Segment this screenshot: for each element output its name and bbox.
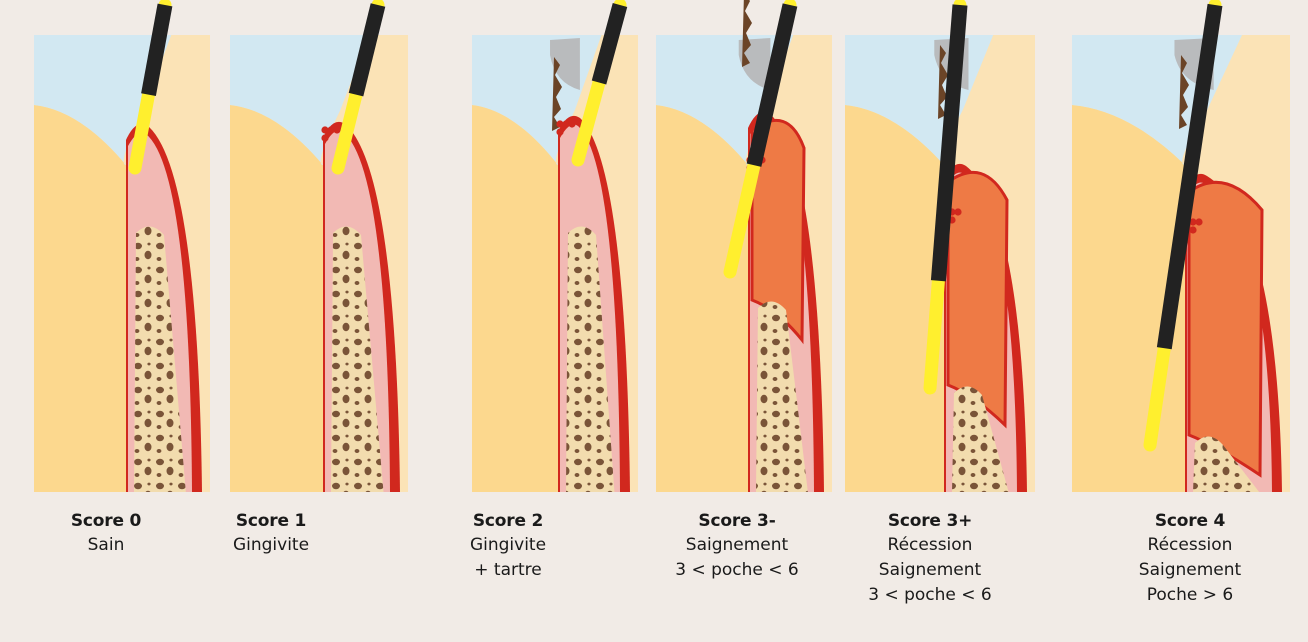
score-label: Score 3+ bbox=[868, 510, 992, 533]
caption-score-3-minus: Score 3- Saignement 3 < poche < 6 bbox=[675, 510, 799, 583]
tooth-panel-1 bbox=[230, 5, 408, 492]
blood-drop bbox=[1189, 226, 1196, 233]
score-label: Score 2 bbox=[470, 510, 546, 533]
blood-drop bbox=[556, 128, 563, 135]
score-label: Score 0 bbox=[71, 510, 141, 533]
tooth-root bbox=[34, 105, 126, 492]
caption-line: 3 < poche < 6 bbox=[868, 583, 992, 608]
tooth-panel-2 bbox=[472, 5, 638, 492]
caption-line: Gingivite bbox=[470, 533, 546, 558]
tooth-panel-3 bbox=[656, 0, 832, 492]
score-label: Score 4 bbox=[1139, 510, 1241, 533]
caption-line: 3 < poche < 6 bbox=[675, 558, 799, 583]
caption-score-0: Score 0 Sain bbox=[71, 510, 141, 558]
blood-drop bbox=[333, 126, 340, 133]
caption-score-3-plus: Score 3+ Récession Saignement 3 < poche … bbox=[868, 510, 992, 608]
caption-score-1: Score 1 Gingivite bbox=[233, 510, 309, 558]
tooth-root bbox=[845, 105, 944, 492]
tooth-root bbox=[472, 105, 558, 492]
blood-drop bbox=[321, 134, 328, 141]
caption-line: Sain bbox=[71, 533, 141, 558]
blood-drop bbox=[568, 120, 575, 127]
blood-drop bbox=[954, 208, 961, 215]
caption-line: Saignement bbox=[675, 533, 799, 558]
score-label: Score 3- bbox=[675, 510, 799, 533]
blood-drop bbox=[1195, 218, 1202, 225]
tooth-root bbox=[230, 105, 323, 492]
caption-line: Saignement bbox=[1139, 558, 1241, 583]
caption-line: Gingivite bbox=[233, 533, 309, 558]
caption-line: Récession bbox=[1139, 533, 1241, 558]
caption-line: Saignement bbox=[868, 558, 992, 583]
caption-line: Récession bbox=[868, 533, 992, 558]
caption-score-4: Score 4 Récession Saignement Poche > 6 bbox=[1139, 510, 1241, 608]
tooth-panel-0 bbox=[34, 5, 210, 492]
tooth-root bbox=[656, 105, 748, 492]
tooth-panel-5 bbox=[1072, 5, 1290, 492]
tooth-panel-4 bbox=[845, 5, 1035, 492]
caption-score-2: Score 2 Gingivite + tartre bbox=[470, 510, 546, 583]
inflamed-tissue bbox=[1189, 182, 1262, 475]
caption-line: + tartre bbox=[470, 558, 546, 583]
caption-line: Poche > 6 bbox=[1139, 583, 1241, 608]
score-label: Score 1 bbox=[233, 510, 309, 533]
